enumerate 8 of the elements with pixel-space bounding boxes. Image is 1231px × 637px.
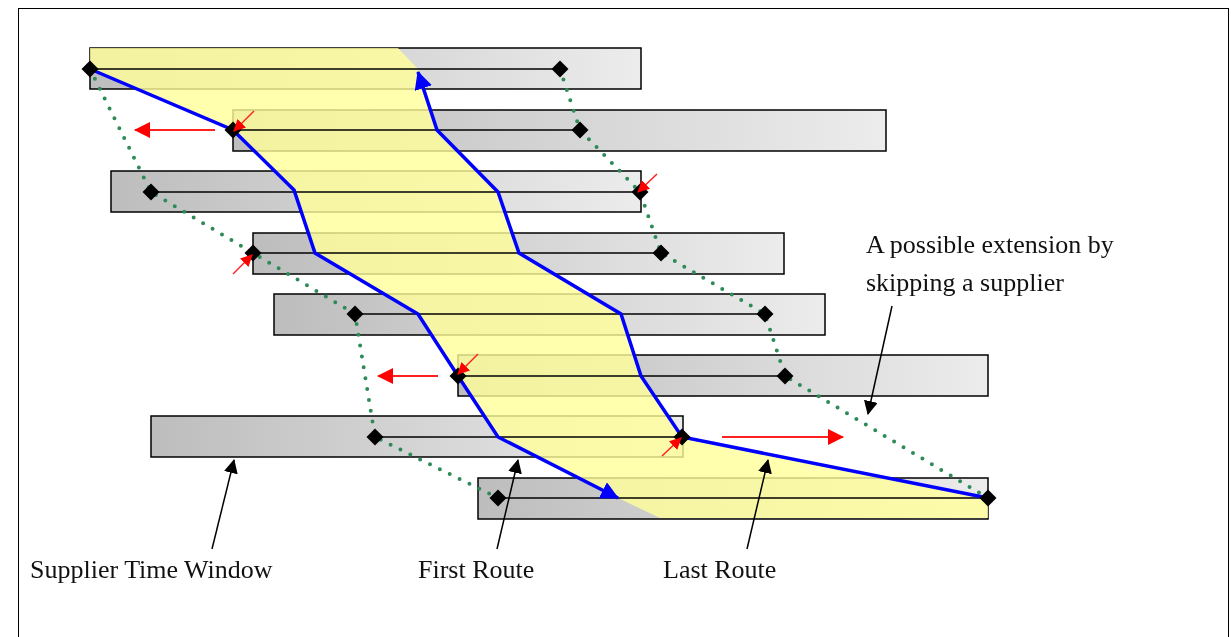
leader-line xyxy=(746,459,772,550)
callout-text: Supplier Time Window xyxy=(30,551,273,589)
leader-line xyxy=(496,459,522,550)
callout-text: Last Route xyxy=(663,551,777,589)
callout-text: First Route xyxy=(418,551,535,589)
leader-line xyxy=(864,305,893,415)
leader-line xyxy=(211,459,238,550)
callout-text: A possible extension by skipping a supplier xyxy=(866,226,1206,302)
